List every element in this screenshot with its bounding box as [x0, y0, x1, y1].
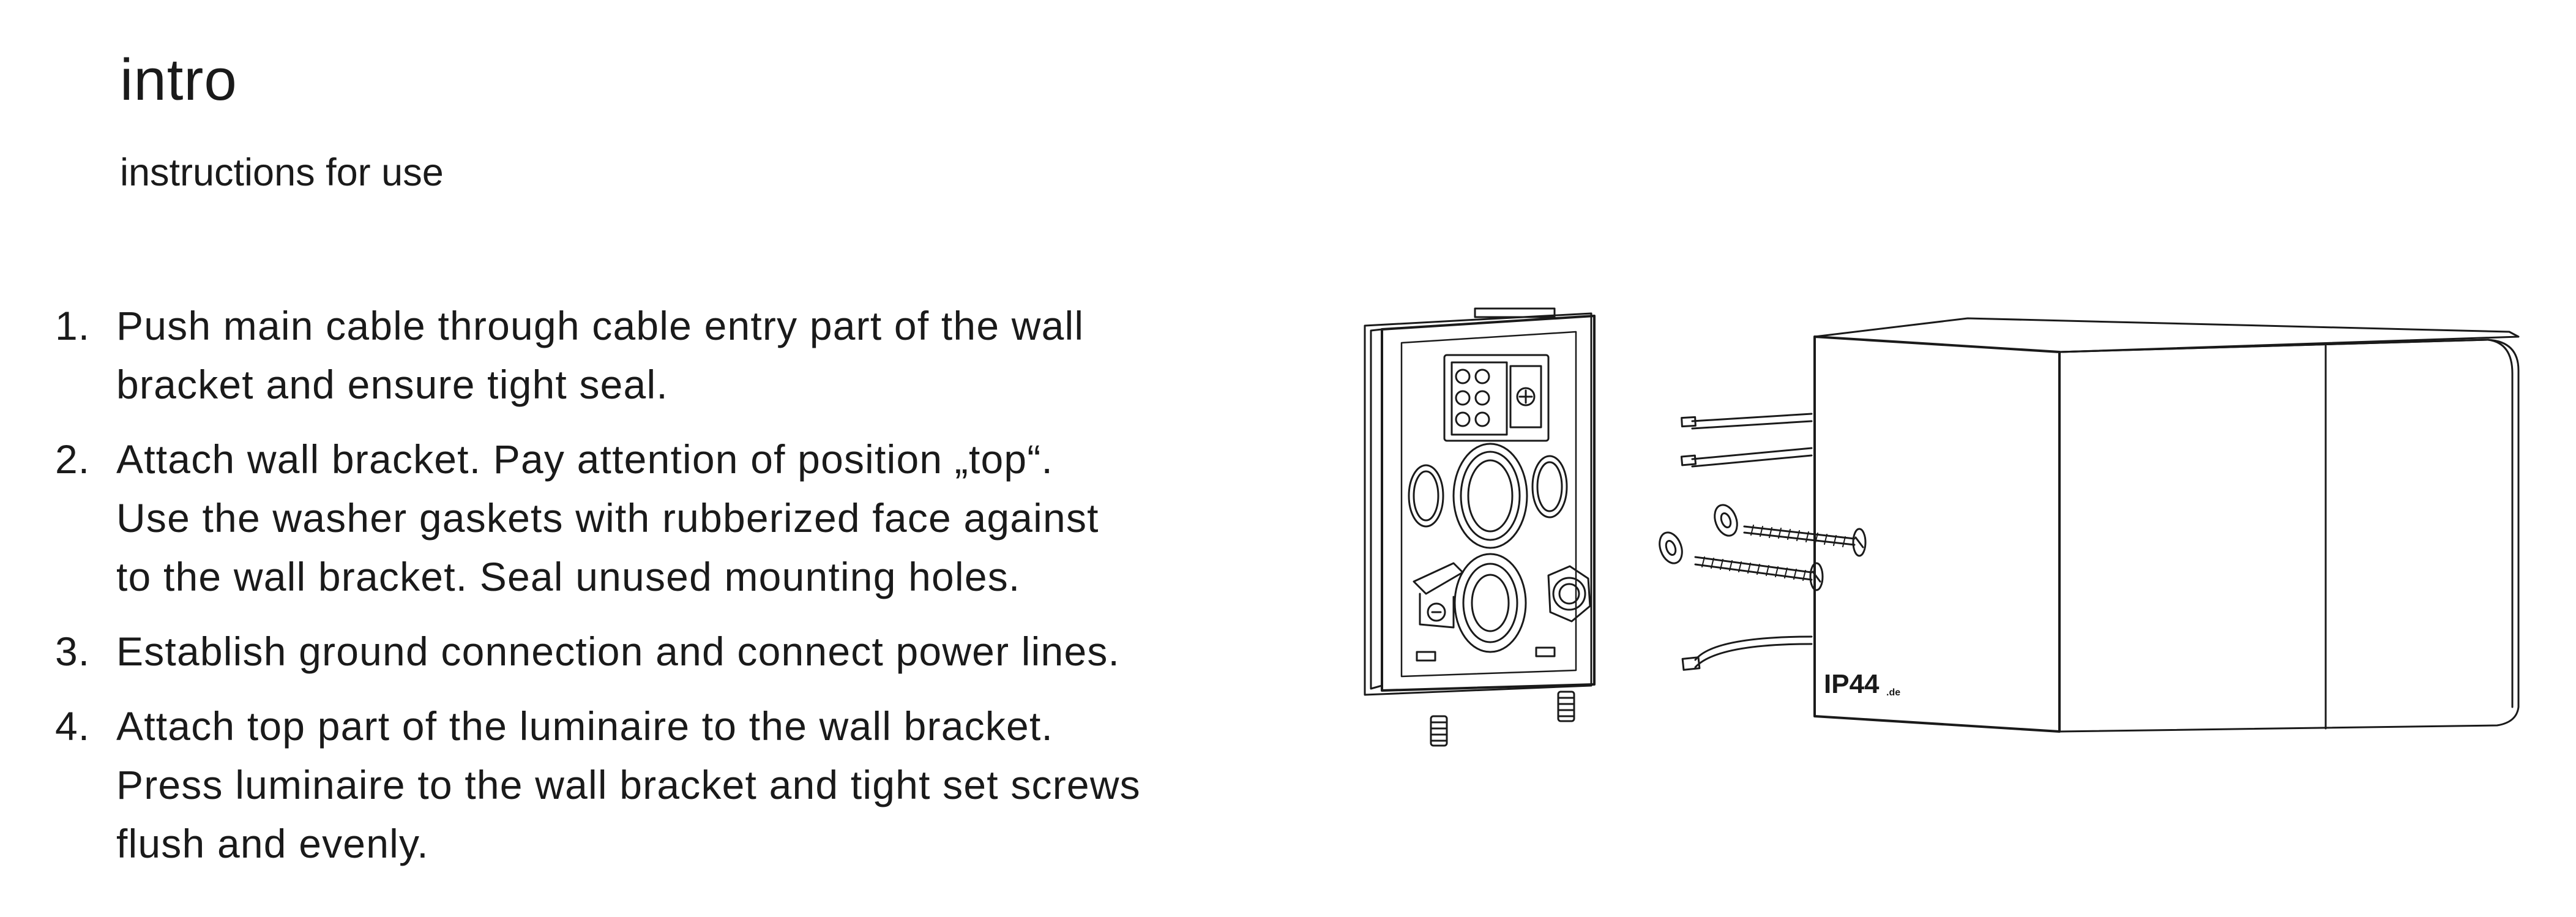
power-wires-drawing	[1680, 413, 1813, 671]
step-number: 4.	[55, 703, 91, 749]
set-screw-icon	[1557, 691, 1575, 722]
washer-icon	[1659, 531, 1683, 564]
step-item: 3. Establish ground connection and conne…	[55, 622, 1279, 681]
set-screw-icon	[1430, 715, 1448, 747]
step-text: Establish ground connection and connect …	[116, 629, 1121, 674]
page-subtitle: instructions for use	[120, 151, 444, 194]
ground-clamp-icon	[1413, 562, 1464, 629]
assembly-illustration: IP44 .de	[1346, 294, 2546, 771]
terminal-block-icon	[1443, 354, 1550, 442]
mounting-screw-icon	[1694, 556, 1824, 591]
step-item: 1. Push main cable through cable entry p…	[55, 296, 1279, 414]
step-text: Attach wall bracket. Pay attention of po…	[116, 436, 1099, 599]
step-number: 3.	[55, 629, 91, 674]
ip44-logo: IP44	[1824, 669, 1880, 699]
mounting-screw-icon	[1743, 525, 1867, 557]
cable-gland-icon	[1547, 565, 1591, 623]
page-title: intro	[120, 47, 237, 113]
step-text: Attach top part of the luminaire to the …	[116, 703, 1141, 866]
step-number: 2.	[55, 436, 91, 482]
ip44-logo-suffix: .de	[1886, 687, 1900, 698]
step-item: 2. Attach wall bracket. Pay attention of…	[55, 430, 1279, 606]
step-text: Push main cable through cable entry part…	[116, 303, 1085, 407]
step-number: 1.	[55, 303, 91, 348]
luminaire-housing-drawing: IP44 .de	[1813, 317, 2520, 733]
instruction-steps: 1. Push main cable through cable entry p…	[55, 296, 1279, 889]
wall-bracket-drawing	[1364, 307, 1596, 747]
step-item: 4. Attach top part of the luminaire to t…	[55, 697, 1279, 873]
washer-icon	[1714, 504, 1738, 537]
